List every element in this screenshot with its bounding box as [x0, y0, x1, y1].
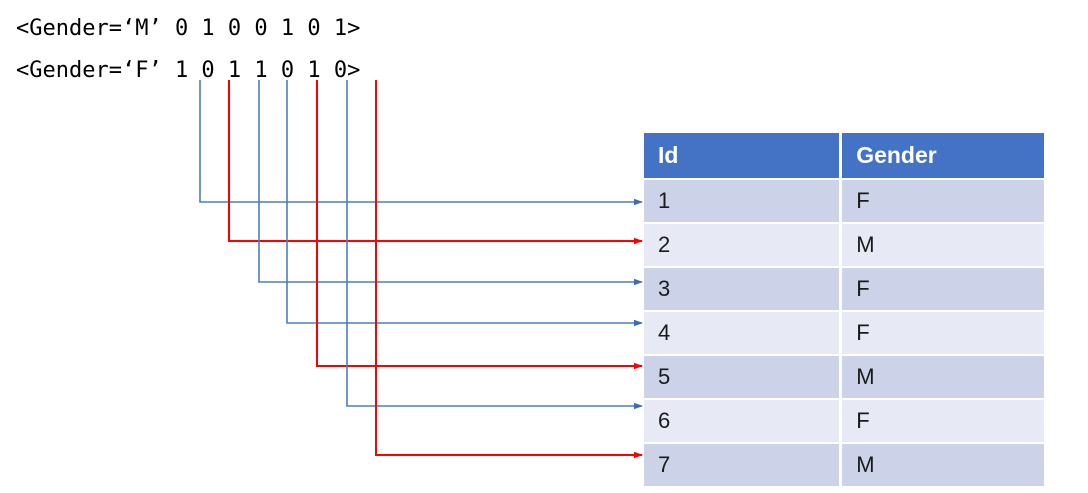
connector-row-6 — [346, 80, 643, 410]
column-header-id: Id — [644, 133, 843, 180]
female-bitmap-expression: <Gender=‘F’ 1 0 1 1 0 1 0> — [16, 58, 361, 83]
cell-id: 7 — [644, 444, 843, 486]
connector-row-2 — [228, 80, 643, 245]
cell-id: 4 — [644, 312, 843, 356]
cell-gender: F — [842, 268, 1044, 312]
cell-gender: M — [842, 356, 1044, 400]
cell-gender: M — [842, 224, 1044, 268]
connector-row-1 — [199, 80, 643, 206]
connector-row-5 — [316, 80, 643, 370]
cell-gender: F — [842, 312, 1044, 356]
cell-id: 5 — [644, 356, 843, 400]
cell-id: 6 — [644, 400, 843, 444]
connector-row-4 — [286, 80, 643, 327]
cell-id: 3 — [644, 268, 843, 312]
cell-gender: F — [842, 180, 1044, 224]
connector-row-3 — [258, 80, 643, 286]
cell-gender: F — [842, 400, 1044, 444]
cell-id: 2 — [644, 224, 843, 268]
connector-row-7 — [375, 80, 643, 459]
male-bitmap-expression: <Gender=‘M’ 0 1 0 0 1 0 1> — [16, 16, 361, 41]
table-header-row: Id Gender — [644, 133, 1044, 180]
cell-gender: M — [842, 444, 1044, 486]
column-header-gender: Gender — [842, 133, 1044, 180]
cell-id: 1 — [644, 180, 843, 224]
